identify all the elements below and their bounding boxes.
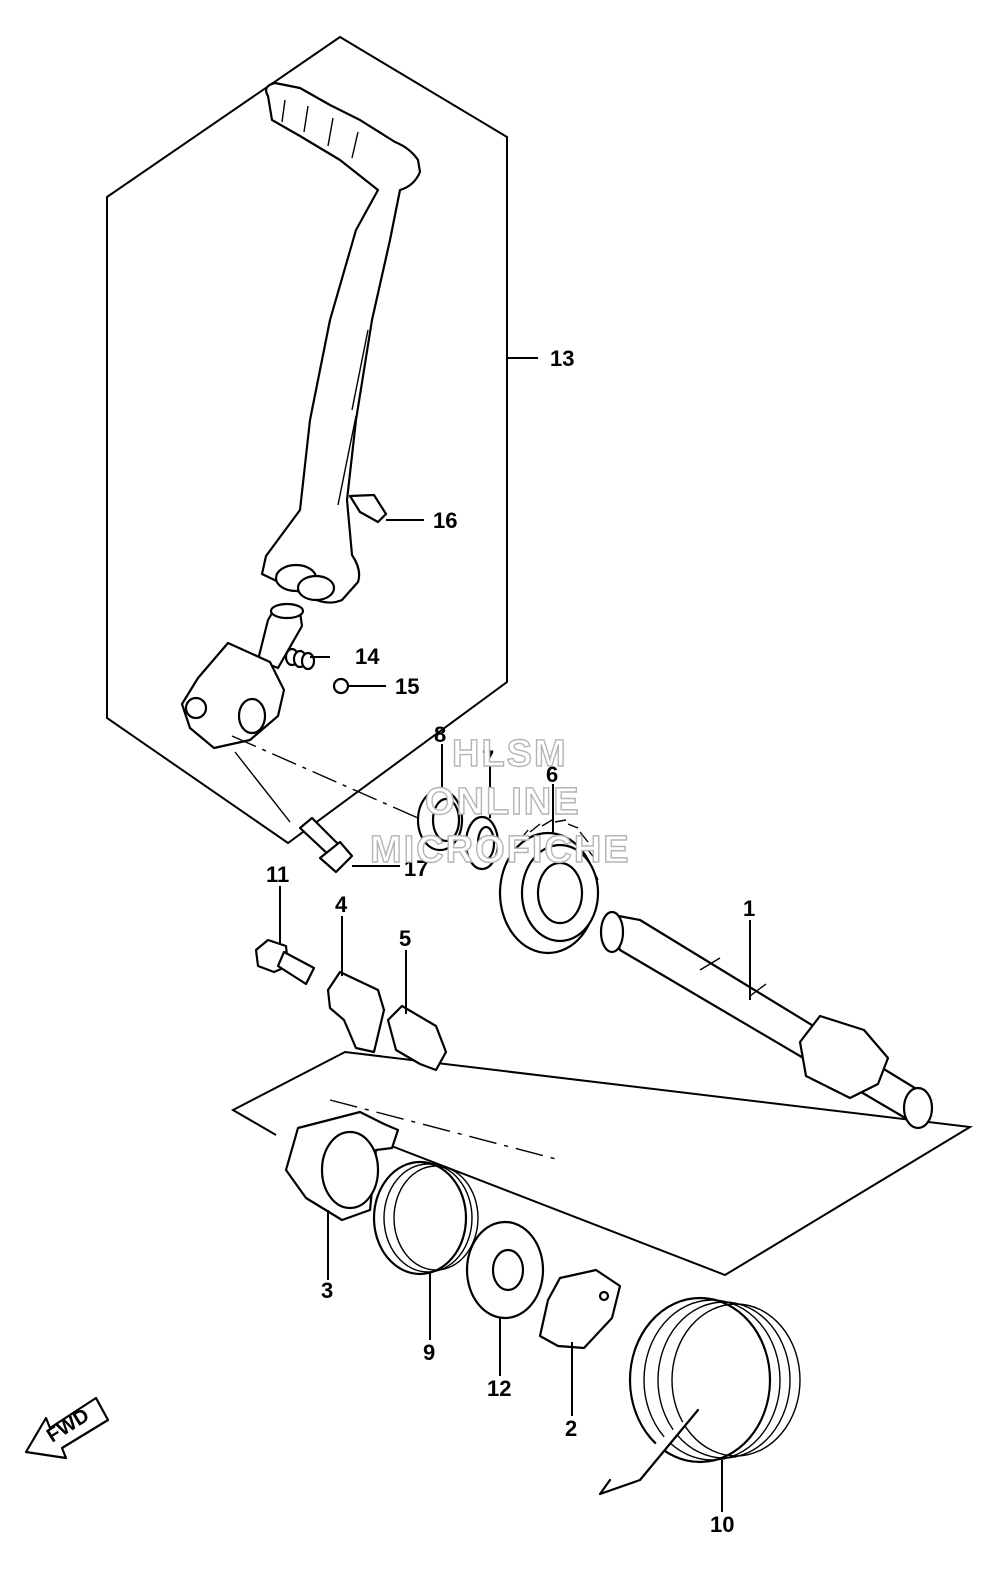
plate-part-4 — [326, 970, 386, 1054]
leader-lines — [279, 357, 751, 1512]
oil-seal-part-8 — [416, 788, 464, 852]
callout-15: 15 — [395, 674, 419, 699]
callout-8: 8 — [434, 722, 446, 747]
centerline-bolt — [234, 751, 291, 823]
callout-12: 12 — [487, 1376, 511, 1401]
plate-part-5 — [386, 1004, 448, 1072]
callout-3: 3 — [321, 1278, 333, 1303]
kick-shaft-part-1 — [599, 910, 934, 1130]
watermark-line-2: ONLINE — [425, 781, 581, 823]
spring-part-14 — [284, 647, 316, 671]
washer-part-12 — [465, 1220, 545, 1320]
callout-2: 2 — [565, 1416, 577, 1441]
bolt-part-17 — [298, 816, 354, 874]
gear-part-6 — [498, 819, 600, 955]
callout-13: 13 — [550, 346, 574, 371]
watermark-line-3: MICROFICHE — [370, 829, 631, 871]
callout-4: 4 — [335, 892, 348, 917]
clip-part-16 — [348, 493, 388, 524]
spring-part-10 — [598, 1296, 801, 1496]
callout-5: 5 — [399, 926, 411, 951]
callout-10: 10 — [710, 1512, 734, 1537]
bolt-part-11 — [254, 938, 316, 986]
watermark: HLSM ONLINE MICROFICHE — [369, 732, 631, 871]
shaft-group-outline — [230, 1050, 974, 1277]
washer-part-7 — [464, 815, 500, 871]
callout-7: 7 — [482, 746, 494, 771]
callout-14: 14 — [355, 644, 380, 669]
ratchet-part-3 — [284, 1110, 400, 1222]
ball-part-15 — [332, 677, 350, 695]
callout-16: 16 — [433, 508, 457, 533]
spring-part-9 — [372, 1160, 479, 1276]
callout-11: 11 — [266, 862, 289, 887]
kick-lever-assembly-outline — [106, 35, 508, 845]
shaft-group-dashed-link — [329, 1099, 561, 1161]
kick-lever — [260, 81, 422, 604]
watermark-line-1: HLSM — [452, 733, 568, 775]
callout-6: 6 — [546, 762, 558, 787]
kick-spindle — [180, 602, 305, 750]
callout-1: 1 — [743, 896, 755, 921]
callout-17: 17 — [404, 856, 428, 881]
callout-9: 9 — [423, 1340, 435, 1365]
forward-arrow-icon: FWD — [24, 1396, 110, 1460]
guide-part-2 — [538, 1268, 622, 1350]
centerline-lever — [231, 735, 419, 819]
